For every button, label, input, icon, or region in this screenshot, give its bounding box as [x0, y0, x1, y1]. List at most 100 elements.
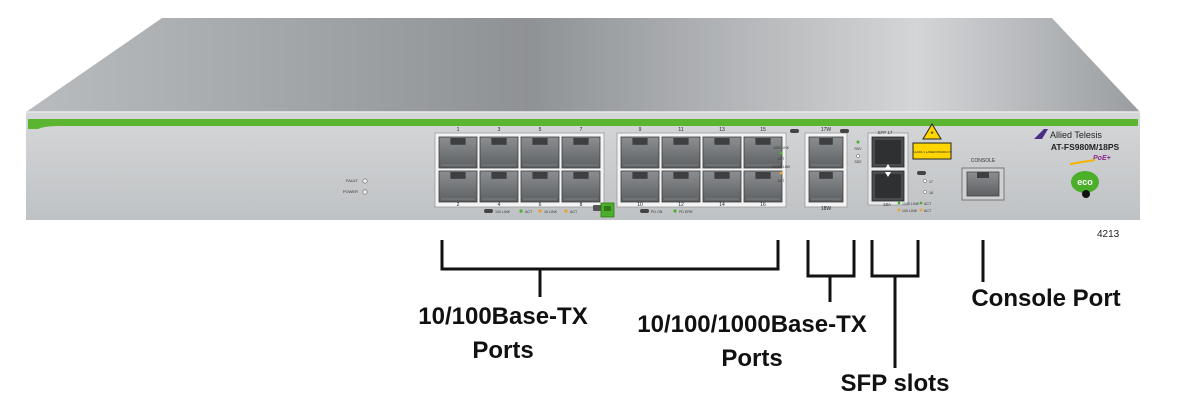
port-number-label: 4: [498, 202, 501, 208]
svg-text:CLASS 1 LASER PRODUCT: CLASS 1 LASER PRODUCT: [913, 150, 952, 154]
svg-text:SDE: SDE: [855, 160, 863, 164]
rj45-port: [479, 170, 519, 203]
svg-text:1000 LINK: 1000 LINK: [902, 202, 920, 206]
label-console: Console Port: [946, 282, 1146, 316]
bracket-sfp: [870, 240, 920, 278]
eco-logo: [1071, 171, 1099, 193]
rj45-port-18: [808, 170, 844, 203]
callout-lines: [440, 240, 985, 368]
rj45-port: [620, 170, 660, 203]
sfp-slots: [867, 132, 909, 206]
console-port: CONSOLE: [961, 158, 1005, 201]
power-led: [362, 189, 368, 195]
gigabit-ports-17-18: [804, 132, 848, 208]
sfp-led-legend: SFP 17 18A 17 18 1000 LINK ACT 100 LINK …: [878, 130, 933, 213]
bracket-fast-ports: [440, 240, 780, 271]
port-number-label: 13: [719, 127, 725, 133]
svg-text:PD ERR: PD ERR: [679, 210, 693, 214]
svg-text:ACT: ACT: [525, 210, 533, 214]
port-number-label: 16: [760, 202, 766, 208]
svg-text:100 LINK: 100 LINK: [495, 210, 511, 214]
port-number-label: 15: [760, 127, 766, 133]
label-sfp-line1: SFP slots: [840, 370, 950, 397]
svg-text:SFP 17: SFP 17: [878, 130, 893, 135]
svg-text:CONSOLE: CONSOLE: [971, 158, 996, 164]
svg-text:ACT: ACT: [778, 179, 785, 183]
svg-text:PD ON: PD ON: [651, 210, 663, 214]
rj45-port: [702, 170, 742, 203]
rj45-port: [743, 136, 783, 169]
rj45-port: [661, 170, 701, 203]
port-led-legend: 100 LINK ACT 10 LINK ACT PD ON PD ERR: [484, 202, 693, 218]
rj45-port: [520, 136, 560, 169]
port-number-label: 18W: [821, 206, 832, 212]
fault-led-label: FAULT: [346, 178, 359, 183]
svg-text:ACT: ACT: [570, 210, 578, 214]
svg-text:10/100 LINK: 10/100 LINK: [772, 165, 792, 169]
rj45-port: [743, 170, 783, 203]
rj45-port: [479, 136, 519, 169]
label-fast-ports-line1: 10/100Base-TX: [418, 303, 588, 330]
sfp-slot-17: [871, 136, 905, 168]
figure-number: 4213: [1097, 229, 1120, 240]
label-gig-ports: 10/100/1000Base-TX Ports: [612, 308, 892, 376]
port-number-label: 7: [580, 127, 583, 133]
rj45-port: [438, 170, 478, 203]
port-number-label: 12: [678, 202, 684, 208]
bracket-gig-ports: [806, 240, 856, 278]
allied-telesis-logo: [1034, 129, 1048, 139]
svg-text:18: 18: [929, 191, 933, 195]
rj45-port: [561, 136, 601, 169]
port-number-label: 8: [580, 202, 583, 208]
rj45-port: [520, 170, 560, 203]
svg-text:18A: 18A: [883, 202, 891, 207]
svg-text:100 LINK: 100 LINK: [902, 209, 918, 213]
rj45-port-17: [808, 136, 844, 169]
label-console-line1: Console Port: [971, 285, 1121, 312]
fault-led: [362, 178, 368, 184]
fast-ethernet-ports-1-8: [434, 132, 605, 208]
label-sfp: SFP slots: [820, 367, 970, 401]
svg-text:ACT: ACT: [778, 157, 785, 161]
rj45-port: [702, 136, 742, 169]
rj45-port: [561, 170, 601, 203]
svg-text:PoE+: PoE+: [1093, 155, 1111, 162]
svg-text:10 LINK: 10 LINK: [544, 210, 558, 214]
svg-text:Allied Telesis: Allied Telesis: [1050, 130, 1102, 140]
port-number-label: 17W: [821, 127, 832, 133]
status-leds: FAULT POWER: [343, 178, 368, 195]
rj45-port: [661, 136, 701, 169]
svg-text:*: *: [930, 130, 933, 139]
green-stripe: [28, 119, 1138, 129]
label-fast-ports: 10/100Base-TX Ports: [378, 300, 628, 368]
svg-text:17: 17: [929, 180, 933, 184]
laser-warning-label: * CLASS 1 LASER PRODUCT: [912, 123, 952, 160]
chassis-top: [26, 18, 1140, 112]
label-gig-ports-line1: 10/100/1000Base-TX: [637, 311, 867, 338]
rj45-port: [438, 136, 478, 169]
power-led-label: POWER: [343, 189, 358, 194]
svg-text:1000 LINK: 1000 LINK: [773, 146, 790, 150]
port-number-label: 11: [678, 127, 683, 133]
port-number-label: 3: [498, 127, 501, 133]
port-number-label: 14: [719, 202, 725, 208]
svg-text:AT-FS980M/18PS: AT-FS980M/18PS: [1051, 142, 1120, 152]
port-number-label: 1: [457, 127, 460, 133]
port-number-label: 6: [539, 202, 542, 208]
sfp-arrow-up-icon: [885, 164, 891, 169]
port-number-label: 2: [457, 202, 460, 208]
label-fast-ports-line2: Ports: [472, 337, 534, 364]
port-number-label: 10: [637, 202, 643, 208]
gig-led-legend: 1000 LINK ACT 10/100 LINK ACT RSV SDE: [772, 129, 863, 183]
sfp-arrow-down-icon: [885, 172, 891, 177]
svg-text:eco: eco: [1077, 177, 1093, 187]
rj45-port: [620, 136, 660, 169]
port-number-label: 5: [539, 127, 542, 133]
svg-text:RSV: RSV: [855, 147, 863, 151]
svg-text:ACT: ACT: [924, 202, 932, 206]
port-number-label: 9: [639, 127, 642, 133]
brand-area: Allied Telesis AT-FS980M/18PS PoE+ eco: [1034, 129, 1119, 198]
svg-text:ACT: ACT: [924, 209, 932, 213]
